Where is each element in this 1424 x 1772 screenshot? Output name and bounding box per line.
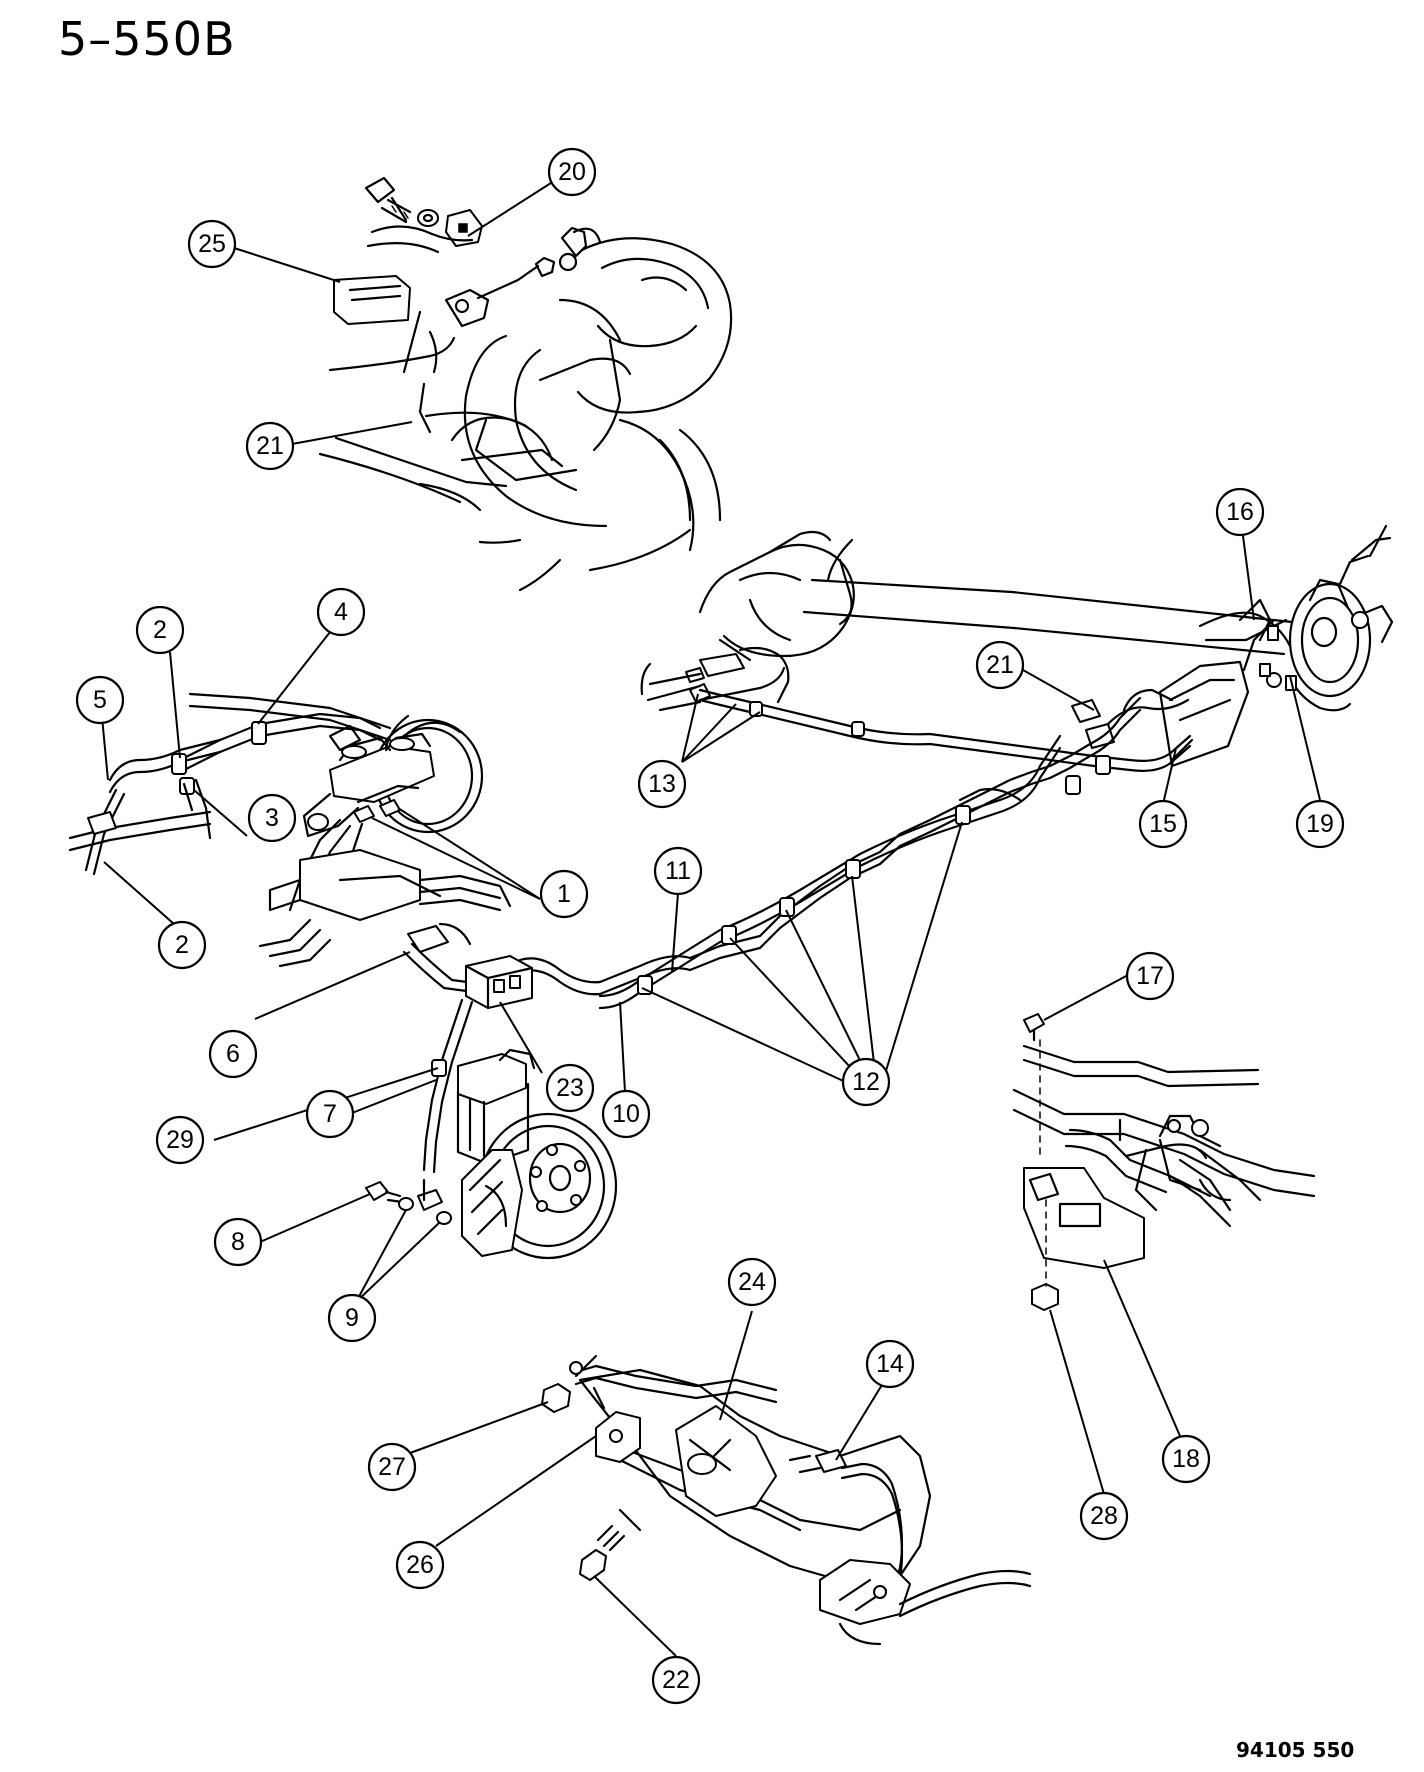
callout-21: 21 — [975, 640, 1025, 690]
callout-18: 18 — [1161, 1434, 1211, 1484]
svg-text:16: 16 — [1226, 498, 1254, 526]
svg-text:1: 1 — [557, 880, 571, 908]
svg-text:2: 2 — [153, 616, 167, 644]
figure-id: 5–550B — [58, 12, 236, 66]
rear-brake-housing-assembly — [541, 1354, 1032, 1646]
svg-text:27: 27 — [378, 1453, 406, 1481]
svg-text:18: 18 — [1172, 1445, 1200, 1473]
svg-text:21: 21 — [986, 651, 1014, 679]
svg-text:3: 3 — [265, 804, 279, 832]
svg-text:22: 22 — [662, 1666, 690, 1694]
svg-text:19: 19 — [1306, 810, 1334, 838]
callout-26: 26 — [395, 1540, 445, 1590]
svg-text:14: 14 — [876, 1350, 904, 1378]
svg-text:21: 21 — [256, 432, 284, 460]
callout-12: 12 — [841, 1057, 891, 1107]
master-cylinder-assembly — [68, 692, 534, 1010]
leader-lines — [99, 173, 1321, 1657]
svg-text:12: 12 — [852, 1068, 880, 1096]
callout-9: 9 — [327, 1293, 377, 1343]
svg-text:26: 26 — [406, 1551, 434, 1579]
callout-4: 4 — [316, 587, 366, 637]
callout-24: 24 — [727, 1257, 777, 1307]
callout-28: 28 — [1079, 1491, 1129, 1541]
callout-10: 10 — [601, 1089, 651, 1139]
callout-21: 21 — [245, 421, 295, 471]
callout-17: 17 — [1125, 951, 1175, 1001]
svg-text:8: 8 — [231, 1228, 245, 1256]
main-brake-lines — [518, 696, 1142, 1010]
svg-text:23: 23 — [556, 1074, 584, 1102]
svg-text:15: 15 — [1149, 810, 1177, 838]
callout-7: 7 — [305, 1089, 355, 1139]
callout-25: 25 — [187, 219, 237, 269]
callout-23: 23 — [545, 1063, 595, 1113]
rear-frame-shield-assembly — [1012, 1013, 1316, 1311]
svg-text:13: 13 — [648, 770, 676, 798]
callout-19: 19 — [1295, 799, 1345, 849]
svg-text:5: 5 — [93, 686, 107, 714]
svg-text:17: 17 — [1136, 962, 1164, 990]
callout-15: 15 — [1138, 799, 1188, 849]
callout-6: 6 — [208, 1029, 258, 1079]
svg-text:6: 6 — [226, 1040, 240, 1068]
front-hose-bracket-assembly — [318, 176, 733, 592]
svg-text:28: 28 — [1090, 1502, 1118, 1530]
svg-text:29: 29 — [166, 1126, 194, 1154]
rear-axle-assembly — [640, 524, 1394, 772]
front-disc-brake-assembly — [365, 998, 618, 1260]
svg-text:24: 24 — [738, 1268, 766, 1296]
callout-16: 16 — [1215, 487, 1265, 537]
drawing-code: 94105 550 — [1236, 1738, 1355, 1762]
svg-text:9: 9 — [345, 1304, 359, 1332]
callout-2: 2 — [157, 920, 207, 970]
callout-2: 2 — [135, 605, 185, 655]
svg-text:7: 7 — [323, 1100, 337, 1128]
callout-20: 20 — [547, 147, 597, 197]
svg-text:2: 2 — [175, 931, 189, 959]
svg-text:25: 25 — [198, 230, 226, 258]
callout-27: 27 — [367, 1442, 417, 1492]
callout-14: 14 — [865, 1339, 915, 1389]
callout-3: 3 — [247, 793, 297, 843]
callout-13: 13 — [637, 759, 687, 809]
callout-8: 8 — [213, 1217, 263, 1267]
svg-text:20: 20 — [558, 158, 586, 186]
callout-22: 22 — [651, 1655, 701, 1705]
svg-text:11: 11 — [665, 857, 691, 885]
callout-5: 5 — [75, 675, 125, 725]
callout-11: 11 — [653, 846, 703, 896]
callout-29: 29 — [155, 1115, 205, 1165]
svg-text:10: 10 — [612, 1100, 640, 1128]
svg-text:4: 4 — [334, 598, 348, 626]
callout-1: 1 — [539, 869, 589, 919]
